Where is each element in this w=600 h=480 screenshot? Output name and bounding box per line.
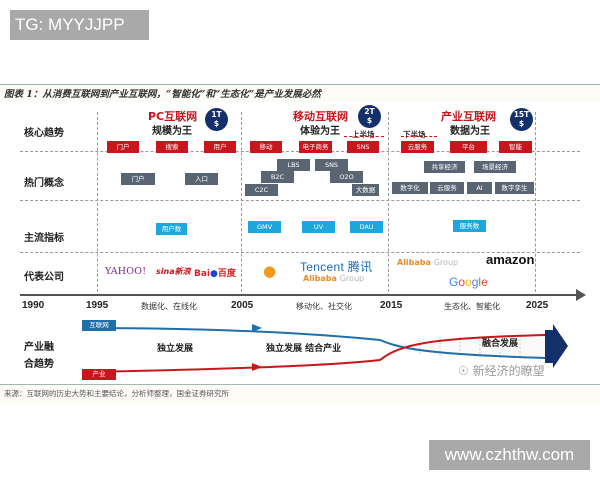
google-logo: Google (449, 275, 488, 289)
row-divider (20, 252, 580, 253)
stage-independent: 独立发展 (157, 344, 194, 354)
year-label: 1995 (86, 300, 109, 311)
stage-fusion: 融合发展 (482, 339, 519, 349)
concept-tag: 场景经济 (474, 161, 516, 173)
metric-tag: GMV (248, 221, 281, 233)
trend-tag: 移动 (250, 141, 282, 153)
figure-bottom-rule (0, 384, 600, 385)
trend-tag: 智能 (499, 141, 532, 153)
row-label-hot-concepts: 热门概念 (24, 178, 64, 189)
year-label: 2015 (380, 300, 403, 311)
era-subtitle-mobile: 体验为王 (300, 126, 340, 137)
phase-first-half: 上半场 (352, 130, 375, 139)
era-note-pc: 数据化、在线化 (141, 302, 197, 311)
era-note-mobile: 移动化、社交化 (296, 302, 352, 311)
industry-tag: 产业 (82, 369, 116, 380)
year-label: 1990 (22, 300, 45, 311)
era-title-mobile: 移动互联网 (293, 110, 348, 123)
metric-tag: 服务数 (453, 220, 486, 232)
concept-tag: 大数据 (352, 184, 379, 196)
trend-tag: 门户 (107, 141, 139, 153)
row-label-companies: 代表公司 (24, 272, 64, 283)
fusion-flow-diagram (81, 324, 568, 373)
era-divider-2005 (241, 112, 242, 292)
tencent-logo: Tencent 腾讯 (300, 260, 373, 274)
concept-tag: 云服务 (430, 182, 464, 194)
era-divider-1995 (97, 112, 98, 292)
amazon-logo: amazon (486, 252, 535, 267)
dollar-coin-icon: 15T$ (510, 108, 533, 131)
trend-tag: 用户 (204, 141, 236, 153)
internet-tag: 互联网 (82, 320, 116, 331)
figure-source: 来源：互联网的历史大势和主要结论，分析师整理，国金证券研究所 (4, 389, 229, 398)
second-half-arrow (401, 136, 437, 137)
era-divider-2015 (388, 112, 389, 292)
alibaba-logo: Alibaba Group (303, 274, 365, 283)
era-divider-2025 (535, 112, 536, 292)
row-label-metrics: 主流指标 (24, 233, 64, 244)
timeline-axis (20, 294, 580, 296)
concept-tag: 数字化 (392, 182, 428, 194)
trend-tag: 云服务 (401, 141, 434, 153)
trend-tag: 电子商务 (299, 141, 332, 153)
era-subtitle-pc: 规模为王 (152, 126, 192, 137)
row-label-fusion-1: 产业融 (24, 342, 54, 353)
stage-combine: 独立发展 结合产业 (266, 344, 342, 354)
arrow-right-icon (576, 289, 586, 301)
year-label: 2025 (526, 300, 549, 311)
era-note-industrial: 生态化、智能化 (444, 302, 500, 311)
figure-top-rule (0, 84, 600, 85)
row-label-core-trend: 核心趋势 (24, 128, 64, 139)
watermark-top: TG: MYYJJPP (10, 10, 149, 40)
era-title-industrial: 产业互联网 (441, 110, 496, 123)
trend-tag: 平台 (450, 141, 487, 153)
concept-tag: 门户 (121, 173, 155, 185)
baidu-logo: Bai●百度 (194, 269, 236, 279)
apple-logo: ● (263, 262, 277, 280)
metric-tag: DAU (350, 221, 383, 233)
concept-tag: O2O (330, 171, 363, 183)
concept-tag: LBS (277, 159, 310, 171)
concept-tag: 数字孪生 (495, 182, 534, 194)
trend-tag: SNS (347, 141, 379, 153)
era-title-pc: PC互联网 (148, 110, 198, 123)
wechat-icon: ☉ (458, 364, 469, 378)
concept-tag: B2C (261, 171, 294, 183)
era-subtitle-industrial: 数据为王 (450, 126, 490, 137)
first-half-arrow (344, 136, 384, 137)
metric-tag: UV (302, 221, 335, 233)
watermark-bottom: www.czhthw.com (429, 440, 590, 470)
sina-logo: sina新浪 (156, 267, 191, 276)
concept-tag: 共享经济 (424, 161, 465, 173)
metric-tag: 用户数 (156, 223, 187, 235)
row-label-fusion-2: 合趋势 (24, 359, 54, 370)
wechat-watermark: ☉ 新经济的瞭望 (458, 364, 545, 378)
concept-tag: 入口 (185, 173, 218, 185)
yahoo-logo: YAHOO! (105, 266, 147, 277)
phase-second-half: 下半场 (403, 130, 426, 139)
dollar-coin-icon: 2T$ (358, 105, 381, 128)
concept-tag: AI (467, 182, 492, 194)
row-divider (20, 200, 580, 201)
concept-tag: SNS (315, 159, 348, 171)
concept-tag: C2C (245, 184, 278, 196)
dollar-coin-icon: 1T$ (205, 108, 228, 131)
trend-tag: 搜索 (156, 141, 188, 153)
alibaba-logo: Alibaba Group (397, 258, 459, 267)
figure-title: 图表 1：从消费互联网到产业互联网，“智能化”和“生态化”是产业发展必然 (4, 89, 321, 100)
year-label: 2005 (231, 300, 254, 311)
